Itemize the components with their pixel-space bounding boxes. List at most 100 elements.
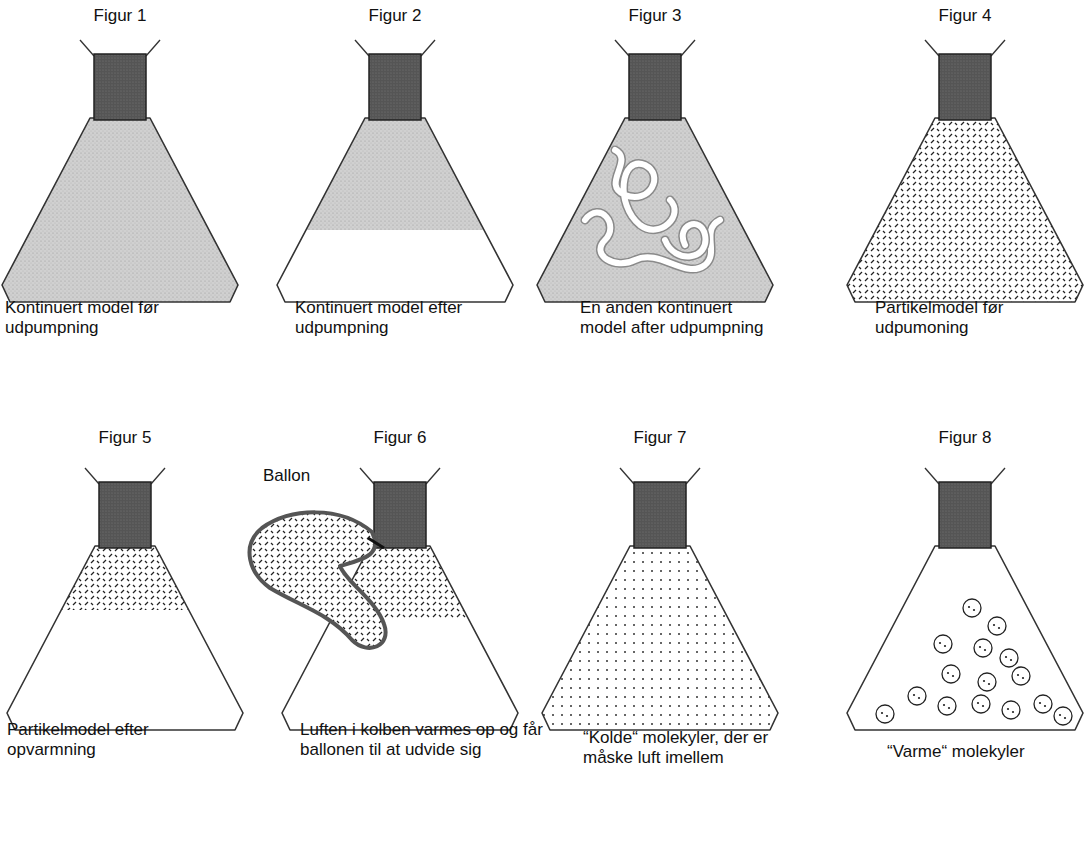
flask-content [530, 110, 780, 302]
molecule [876, 705, 894, 723]
figure-caption: “Kolde“ molekyler, der er måske luft ime… [583, 728, 778, 769]
molecule-dot [1007, 708, 1009, 710]
molecule-dot [1022, 677, 1024, 679]
molecule [972, 695, 990, 713]
balloon [250, 512, 386, 647]
molecule-dot [982, 705, 984, 707]
figure-caption: Kontinuert model før udpumpning [5, 298, 241, 339]
flask-neck [355, 40, 369, 56]
flask-body [847, 546, 1083, 730]
flask-neck [925, 468, 939, 484]
molecule-dot [1064, 717, 1066, 719]
molecule-dot [913, 694, 915, 696]
figure-caption: “Varme“ molekyler [887, 742, 1087, 762]
molecule [1034, 695, 1052, 713]
molecule [974, 639, 992, 657]
molecule-dot [881, 712, 883, 714]
figure-heading: Figur 4 [847, 6, 1083, 26]
molecule-dot [988, 683, 990, 685]
figure-heading: Figur 3 [537, 6, 773, 26]
flask-neck [925, 40, 939, 56]
molecule-dot [952, 675, 954, 677]
figure-panel: Figur 6Luften i kolben varmes op og får … [282, 428, 518, 761]
flask-neck [426, 468, 440, 484]
flask-neck [151, 468, 165, 484]
stopper [629, 54, 681, 120]
molecule [988, 617, 1006, 635]
molecule [934, 635, 952, 653]
stopper [634, 482, 686, 548]
flask-neck [620, 468, 634, 484]
flask-outline [277, 118, 513, 302]
molecule-dot [947, 672, 949, 674]
flask-outline [2, 118, 238, 302]
molecule-dot [943, 704, 945, 706]
figure-heading: Figur 7 [542, 428, 778, 448]
molecule-dot [977, 702, 979, 704]
figure-heading: Figur 6 [282, 428, 518, 448]
squiggle [585, 213, 720, 270]
molecule-dot [939, 642, 941, 644]
molecule-dot [1039, 702, 1041, 704]
flask-content [840, 110, 1088, 302]
figure-panel: Figur 4Partikelmodel før udpumoning [847, 6, 1083, 339]
flask-outline [542, 546, 778, 730]
molecule-dot [944, 645, 946, 647]
molecule-dot [1012, 711, 1014, 713]
flask-neck [360, 468, 374, 484]
molecule [1012, 667, 1030, 685]
flask-content [0, 538, 250, 610]
flask [0, 468, 250, 730]
figure-heading: Figur 5 [7, 428, 243, 448]
flask-outline [847, 546, 1083, 730]
figure-panel: Figur 2Kontinuert model efter udpumpning [277, 6, 513, 339]
molecule-dot [1017, 674, 1019, 676]
squiggle [615, 150, 675, 230]
figure-caption: En anden kontinuert model after udpumpni… [580, 298, 775, 339]
flask-content [535, 538, 785, 730]
molecule-dot [979, 646, 981, 648]
figure-panel: Figur 5Partikelmodel efter opvarmning [7, 428, 243, 761]
flask-outline [7, 546, 243, 730]
stopper [939, 482, 991, 548]
molecule-dot [948, 707, 950, 709]
molecule-dot [1005, 656, 1007, 658]
stopper [94, 54, 146, 120]
flask [0, 40, 245, 302]
part-label: Ballon [263, 466, 310, 486]
stopper [939, 54, 991, 120]
figure-panel: Figur 3 En anden kontinuert model after u… [537, 6, 773, 339]
flask-neck [681, 40, 695, 56]
stopper [374, 482, 426, 548]
figure-heading: Figur 2 [277, 6, 513, 26]
molecule [908, 687, 926, 705]
squiggle [665, 224, 705, 256]
molecule-dot [918, 697, 920, 699]
molecule-dot [1059, 714, 1061, 716]
molecule [978, 673, 996, 691]
stopper [369, 54, 421, 120]
molecule-dot [973, 609, 975, 611]
molecule [942, 665, 960, 683]
molecule-dot [968, 606, 970, 608]
flask-neck [146, 40, 160, 56]
flask-outline [847, 118, 1083, 302]
squiggle [665, 224, 705, 256]
balloon-body [250, 512, 386, 647]
molecule-dot [886, 715, 888, 717]
flask-neck [991, 468, 1005, 484]
molecule-dot [983, 680, 985, 682]
balloon-tube [368, 538, 384, 548]
flask-content [270, 110, 520, 230]
squiggle [585, 213, 720, 270]
molecule [1000, 649, 1018, 667]
flask-neck [615, 40, 629, 56]
figure-panel: Figur 1Kontinuert model før udpumpning [2, 6, 238, 339]
flask [270, 40, 520, 302]
molecule-dot [993, 624, 995, 626]
figure-caption: Kontinuert model efter udpumpning [295, 298, 531, 339]
squiggle [615, 150, 675, 230]
molecule [963, 599, 981, 617]
